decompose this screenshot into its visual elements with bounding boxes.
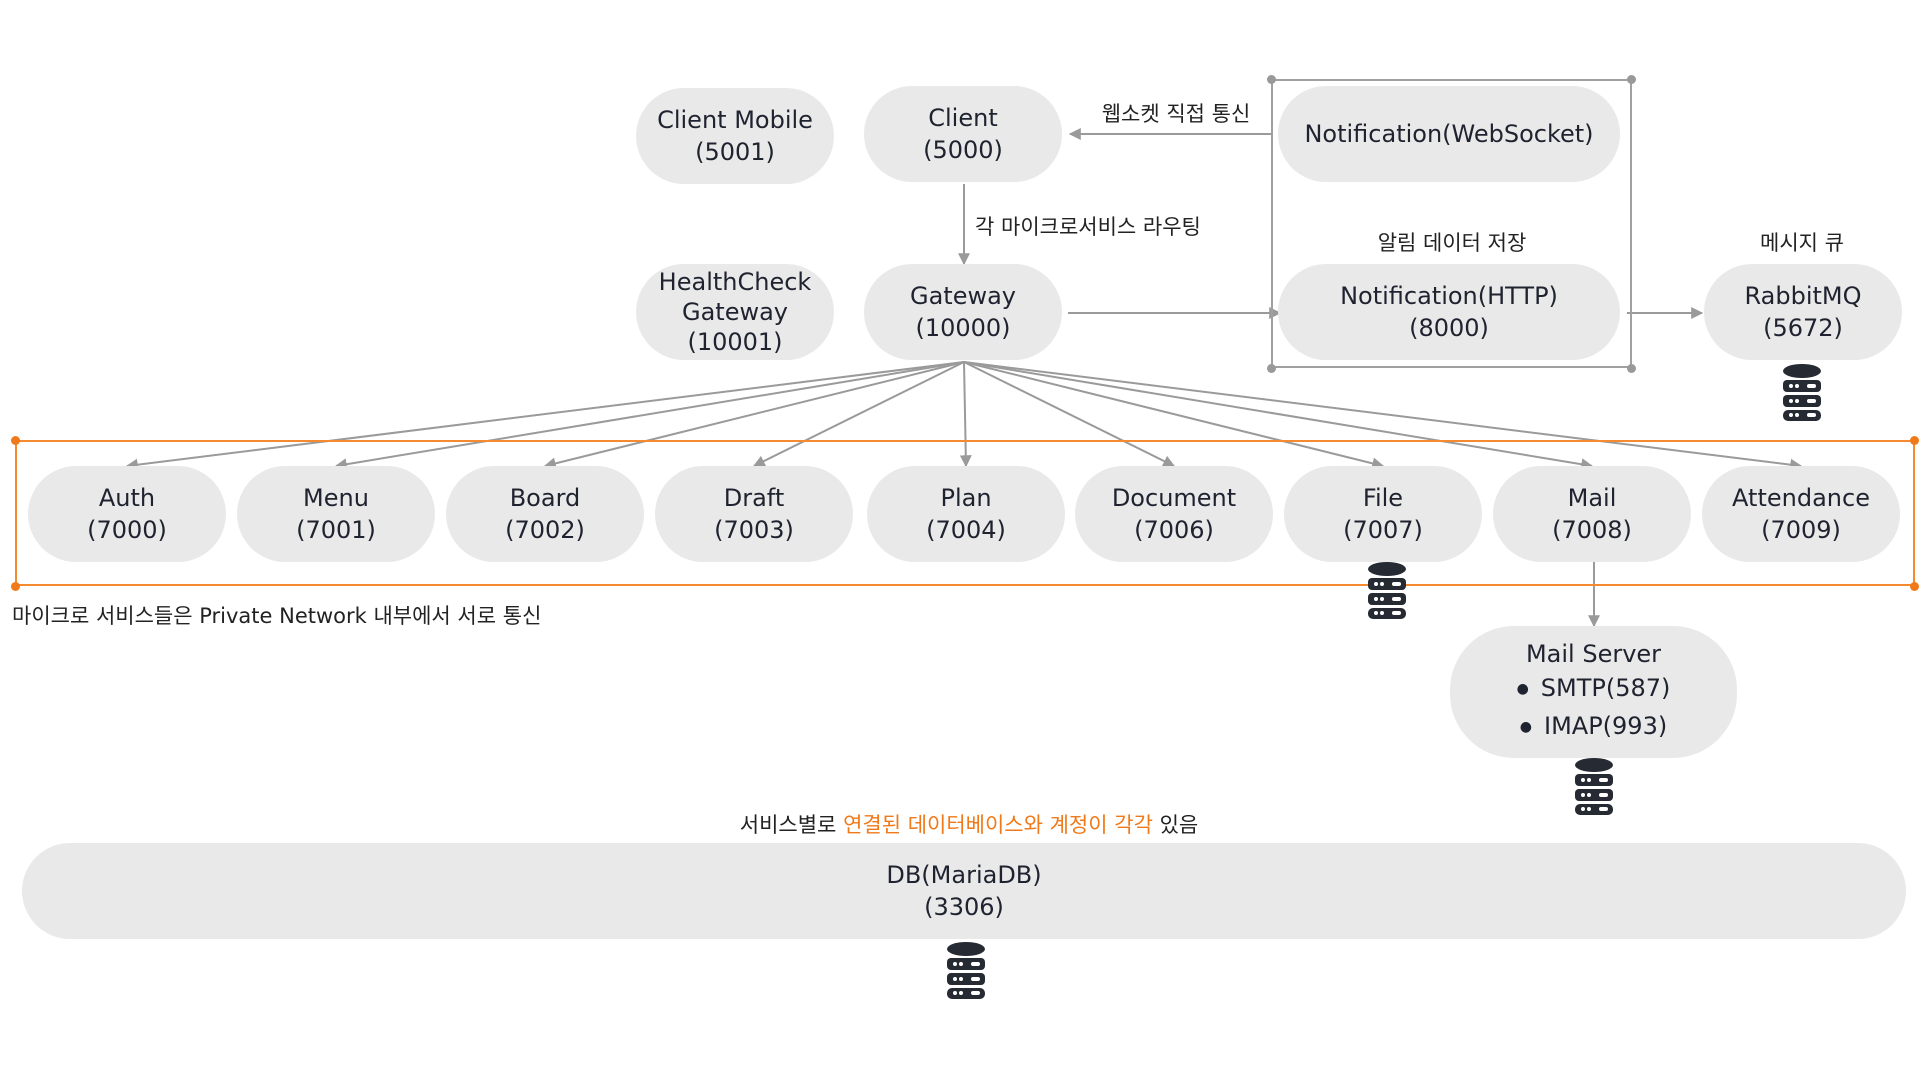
arrow-gateway-plan <box>959 361 972 468</box>
gateway-node: Gateway (10000) <box>864 264 1062 360</box>
node-label: Draft <box>723 484 785 512</box>
db-note-label: 서비스별로 연결된 데이터베이스와 계정이 각각 있음 <box>740 809 1198 839</box>
client-mobile-node: Client Mobile (5001) <box>636 88 834 184</box>
database-node: DB(MariaDB) (3306) <box>22 843 1906 939</box>
node-label: Client <box>928 104 998 132</box>
service-node-attendance: Attendance (7009) <box>1702 466 1900 562</box>
node-label: RabbitMQ <box>1744 282 1862 310</box>
notification-group-boundary <box>1271 79 1632 368</box>
arrow-gateway-mail <box>963 361 1594 471</box>
node-port: (8000) <box>1409 314 1489 342</box>
node-label: DB(MariaDB) <box>886 861 1042 889</box>
node-port: (5000) <box>923 136 1003 164</box>
boundary-handle <box>1910 436 1919 445</box>
node-label: File <box>1362 484 1404 512</box>
database-icon <box>1783 364 1821 421</box>
boundary-handle <box>1910 582 1919 591</box>
arrow-gateway-menu <box>334 361 965 471</box>
group-handle <box>1267 364 1276 373</box>
arrow-gateway-file <box>963 361 1385 470</box>
db-note-highlight: 연결된 데이터베이스와 계정이 각각 <box>843 813 1153 837</box>
mail-server-node: Mail Server SMTP(587) IMAP(993) <box>1450 626 1737 758</box>
node-port: (7008) <box>1552 516 1632 544</box>
database-icon <box>947 942 985 999</box>
arrow-gateway-board <box>543 361 965 470</box>
database-icon <box>1575 758 1613 815</box>
group-handle <box>1627 364 1636 373</box>
node-label: Attendance <box>1732 484 1870 512</box>
protocol-item: SMTP(587) <box>1517 671 1671 709</box>
service-node-document: Document (7006) <box>1075 466 1273 562</box>
service-node-auth: Auth (7000) <box>28 466 226 562</box>
node-label: HealthCheck <box>658 268 812 296</box>
node-port: (10001) <box>687 328 783 356</box>
node-label: Notification(WebSocket) <box>1304 120 1594 148</box>
node-port: (7006) <box>1134 516 1214 544</box>
node-label: Notification(HTTP) <box>1340 282 1558 310</box>
node-port: (3306) <box>924 893 1004 921</box>
service-node-board: Board (7002) <box>446 466 644 562</box>
node-label: Plan <box>940 484 992 512</box>
boundary-handle <box>11 582 20 591</box>
node-label: Menu <box>303 484 369 512</box>
notification-store-label: 알림 데이터 저장 <box>1377 231 1527 255</box>
rabbitmq-node: RabbitMQ (5672) <box>1704 264 1902 360</box>
node-label: Mail Server <box>1525 640 1662 668</box>
node-label: Board <box>509 484 581 512</box>
boundary-handle <box>11 436 20 445</box>
node-port: (7007) <box>1343 516 1423 544</box>
notification-websocket-node: Notification(WebSocket) <box>1278 86 1620 182</box>
private-network-boundary <box>15 440 1915 586</box>
service-node-draft: Draft (7003) <box>655 466 853 562</box>
group-handle <box>1267 75 1276 84</box>
node-port: (5672) <box>1763 314 1843 342</box>
node-label: Mail <box>1567 484 1617 512</box>
node-port: (5001) <box>695 138 775 166</box>
node-port: (7002) <box>505 516 585 544</box>
node-port: (10000) <box>915 314 1011 342</box>
node-label: Gateway <box>681 298 789 326</box>
db-note-suffix: 있음 <box>1152 813 1199 837</box>
notification-http-node: Notification(HTTP) (8000) <box>1278 264 1620 360</box>
group-handle <box>1627 75 1636 84</box>
service-node-file: File (7007) <box>1284 466 1482 562</box>
node-port: (7003) <box>714 516 794 544</box>
db-note-prefix: 서비스별로 <box>739 813 844 837</box>
websocket-direct-label: 웹소켓 직접 통신 <box>1101 102 1251 126</box>
protocol-item: IMAP(993) <box>1517 709 1671 747</box>
node-label: Document <box>1111 484 1237 512</box>
node-port: (7009) <box>1761 516 1841 544</box>
arrow-gateway-auth <box>125 361 965 471</box>
arrow-gateway-document <box>963 361 1176 467</box>
client-node: Client (5000) <box>864 86 1062 182</box>
node-label: Client Mobile <box>657 106 813 134</box>
routing-label: 각 마이크로서비스 라우팅 <box>975 215 1201 239</box>
mail-server-protocols: SMTP(587) IMAP(993) <box>1517 671 1671 747</box>
node-port: (7000) <box>87 516 167 544</box>
message-queue-label: 메시지 큐 <box>1760 231 1844 255</box>
service-node-mail: Mail (7008) <box>1493 466 1691 562</box>
gateway-fanout <box>125 361 1803 471</box>
node-port: (7004) <box>926 516 1006 544</box>
arrow-gateway-attendance <box>963 361 1803 471</box>
database-icon <box>1368 562 1406 619</box>
private-network-label: 마이크로 서비스들은 Private Network 내부에서 서로 통신 <box>12 604 542 628</box>
healthcheck-gateway-node: HealthCheck Gateway (10001) <box>636 264 834 360</box>
service-node-menu: Menu (7001) <box>237 466 435 562</box>
service-node-plan: Plan (7004) <box>867 466 1065 562</box>
arrow-gateway-draft <box>752 361 965 467</box>
node-label: Gateway <box>909 282 1017 310</box>
node-port: (7001) <box>296 516 376 544</box>
node-label: Auth <box>98 484 156 512</box>
